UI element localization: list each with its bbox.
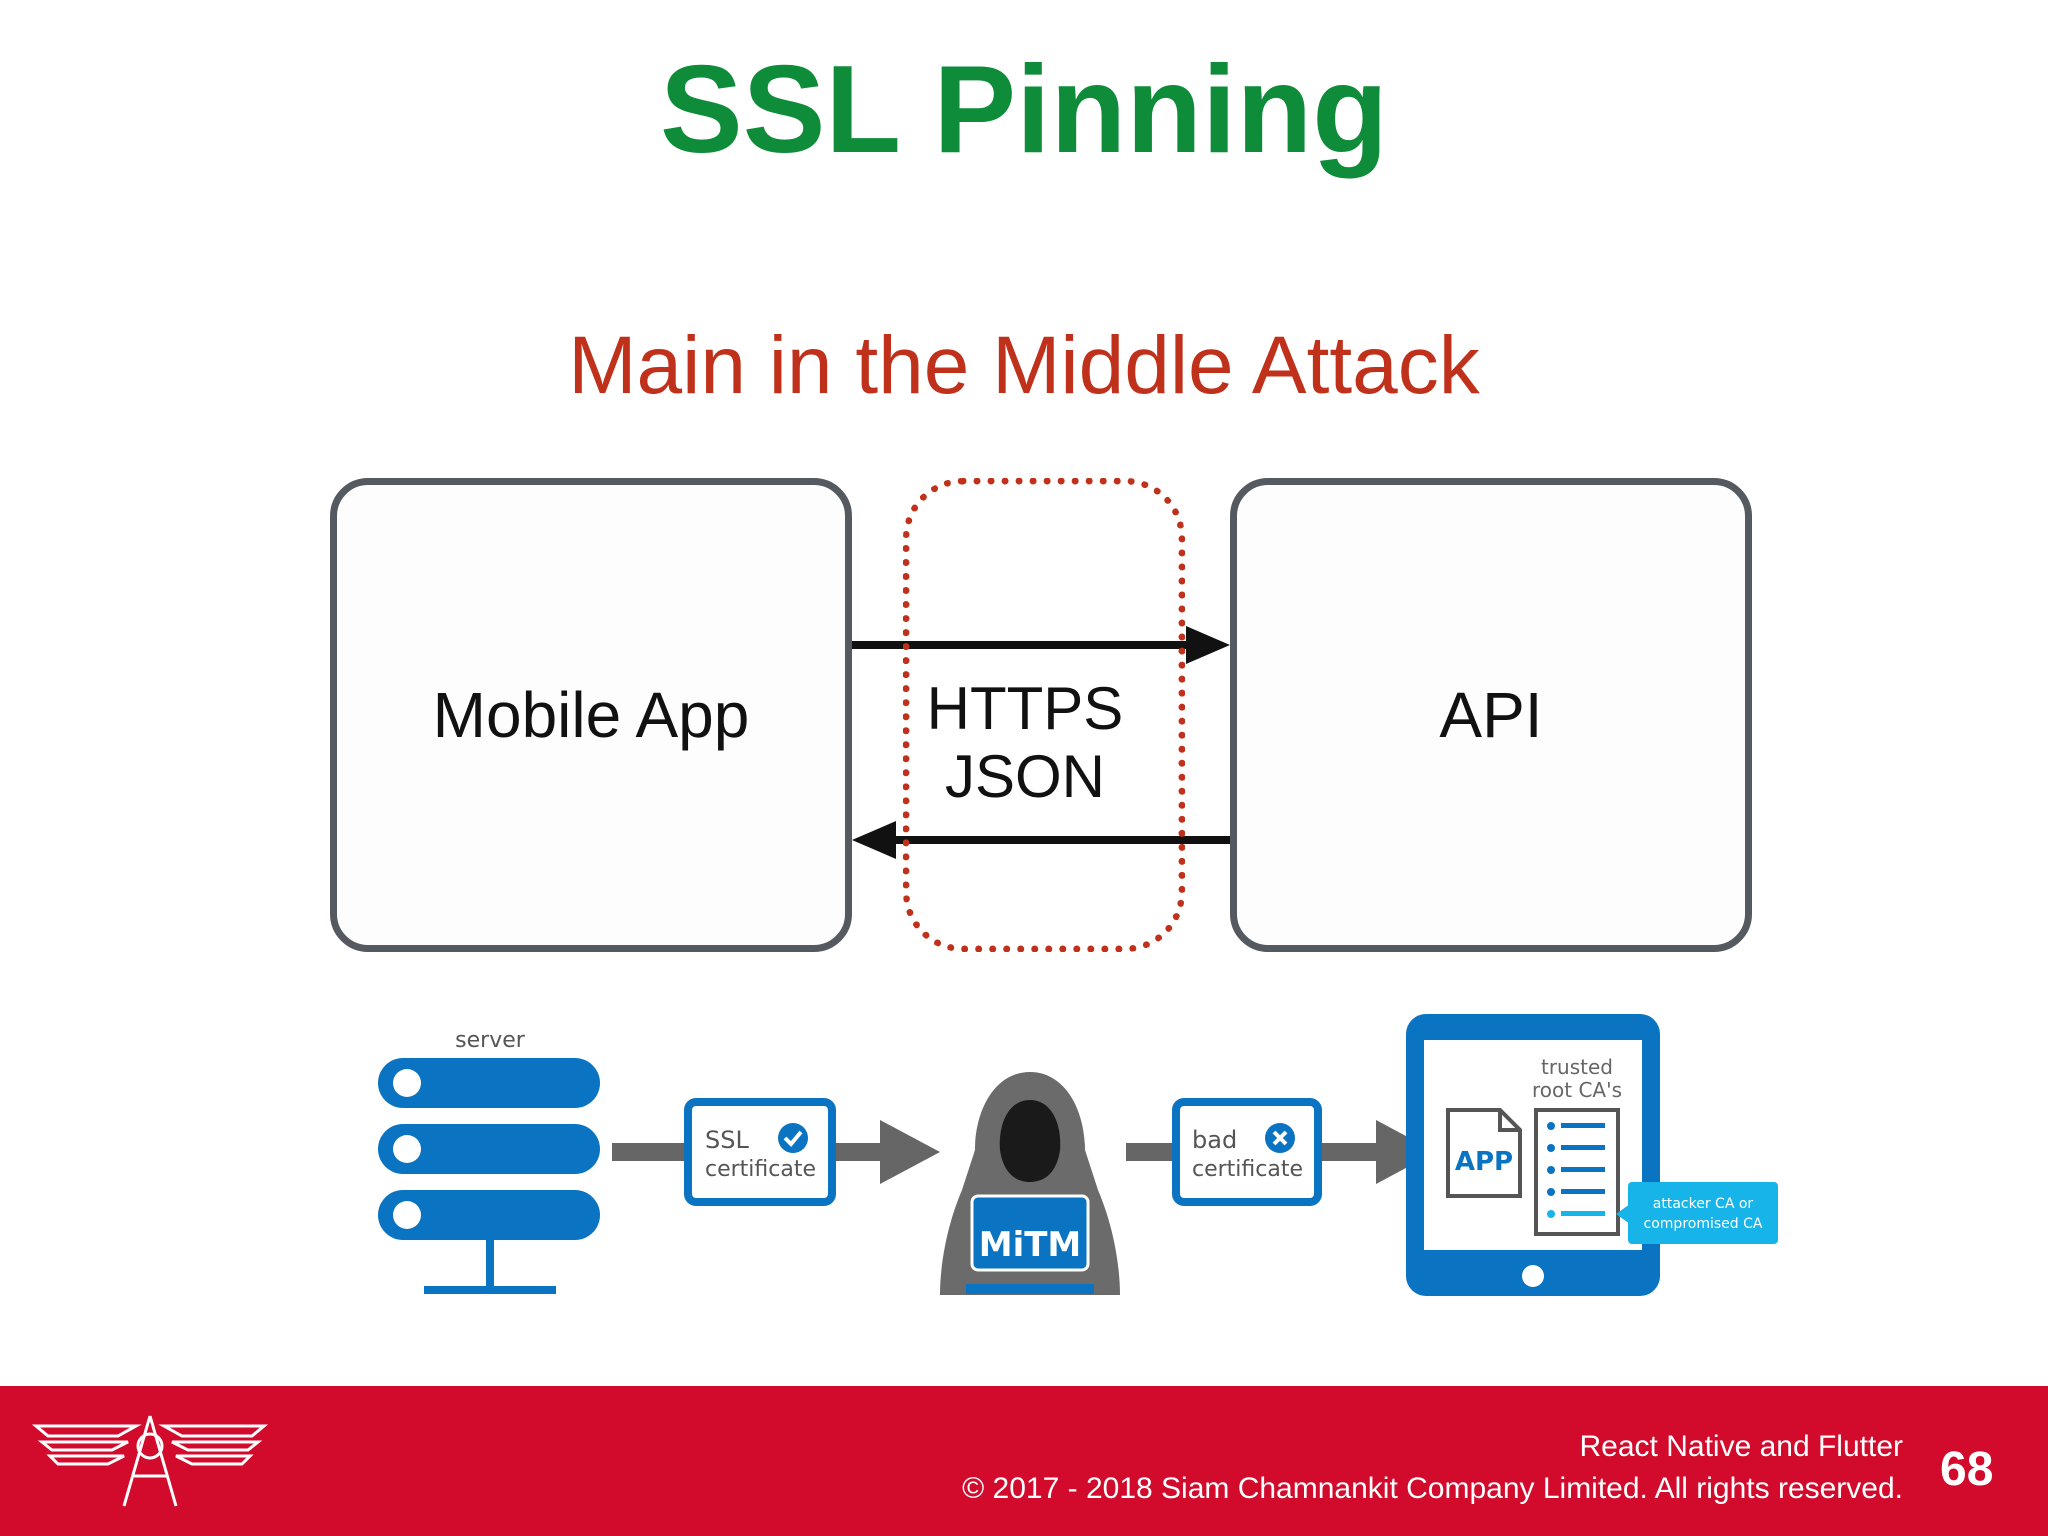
ssl-cert-line2: certificate	[705, 1157, 816, 1182]
server-icon	[378, 1058, 600, 1294]
mitm-label: MiTM	[979, 1225, 1082, 1265]
flow-arrow-2	[832, 1120, 940, 1184]
ssl-certificate-icon	[684, 1098, 836, 1206]
api-box: API	[1230, 478, 1752, 952]
footer-course: React Native and Flutter	[1579, 1430, 1903, 1463]
trusted-line1: trusted	[1541, 1055, 1613, 1079]
company-logo	[31, 1415, 268, 1507]
hacker-icon	[940, 1072, 1120, 1295]
attacker-line1: attacker CA or	[1653, 1196, 1754, 1212]
attacker-ca-tag	[1616, 1182, 1778, 1244]
footer-copyright: © 2017 - 2018 Siam Chamnankit Company Li…	[962, 1472, 1903, 1505]
api-label: API	[1439, 679, 1543, 751]
server-label: server	[455, 1028, 526, 1053]
flow-arrow-3	[1126, 1143, 1176, 1161]
attacker-line2: compromised CA	[1644, 1216, 1763, 1232]
bad-cert-line2: certificate	[1192, 1157, 1303, 1182]
ssl-cert-line1: SSL	[705, 1126, 749, 1154]
slide-title: SSL Pinning	[660, 41, 1388, 179]
mitm-illustration: server SSL certificate MiTM	[378, 1014, 1778, 1296]
mobile-app-label: Mobile App	[432, 679, 750, 751]
footer-bar: React Native and Flutter © 2017 - 2018 S…	[0, 1386, 2048, 1536]
app-label: APP	[1455, 1147, 1513, 1177]
bad-cert-line1: bad	[1192, 1126, 1237, 1154]
mitm-zone-outline	[903, 478, 1185, 952]
protocol-label-https: HTTPS	[926, 675, 1124, 742]
bad-certificate-icon	[1172, 1098, 1322, 1206]
request-arrow-head	[1186, 626, 1230, 664]
mobile-app-box: Mobile App	[330, 478, 852, 952]
trusted-line2: root CA's	[1532, 1078, 1622, 1102]
tablet-icon	[1406, 1014, 1660, 1296]
flow-arrow-1	[612, 1143, 692, 1161]
response-arrow-head	[852, 821, 896, 859]
protocol-label-json: JSON	[944, 743, 1106, 810]
ca-list-icon	[1534, 1108, 1620, 1236]
slide-subtitle: Main in the Middle Attack	[568, 320, 1480, 411]
page-number: 68	[1940, 1443, 1994, 1496]
app-file-icon	[1446, 1108, 1522, 1198]
